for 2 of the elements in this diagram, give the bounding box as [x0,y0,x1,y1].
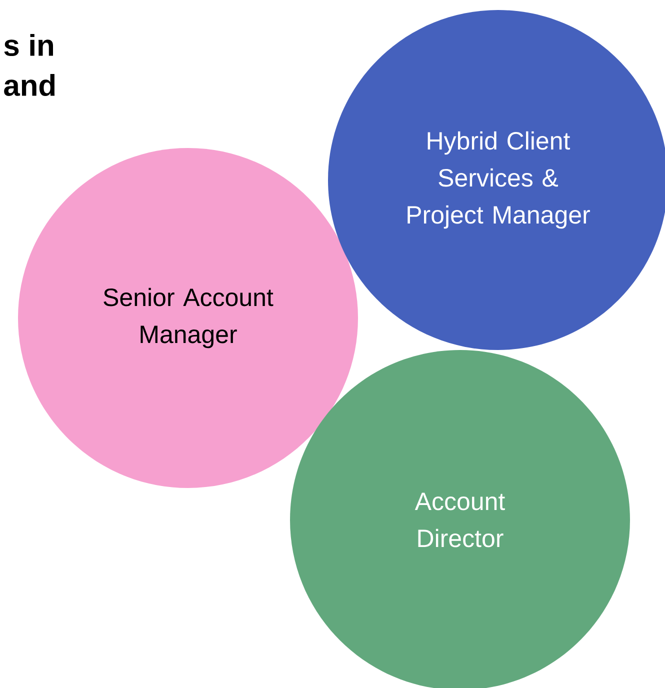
heading-text: s in [4,34,53,56]
heading-text: and [4,74,55,96]
